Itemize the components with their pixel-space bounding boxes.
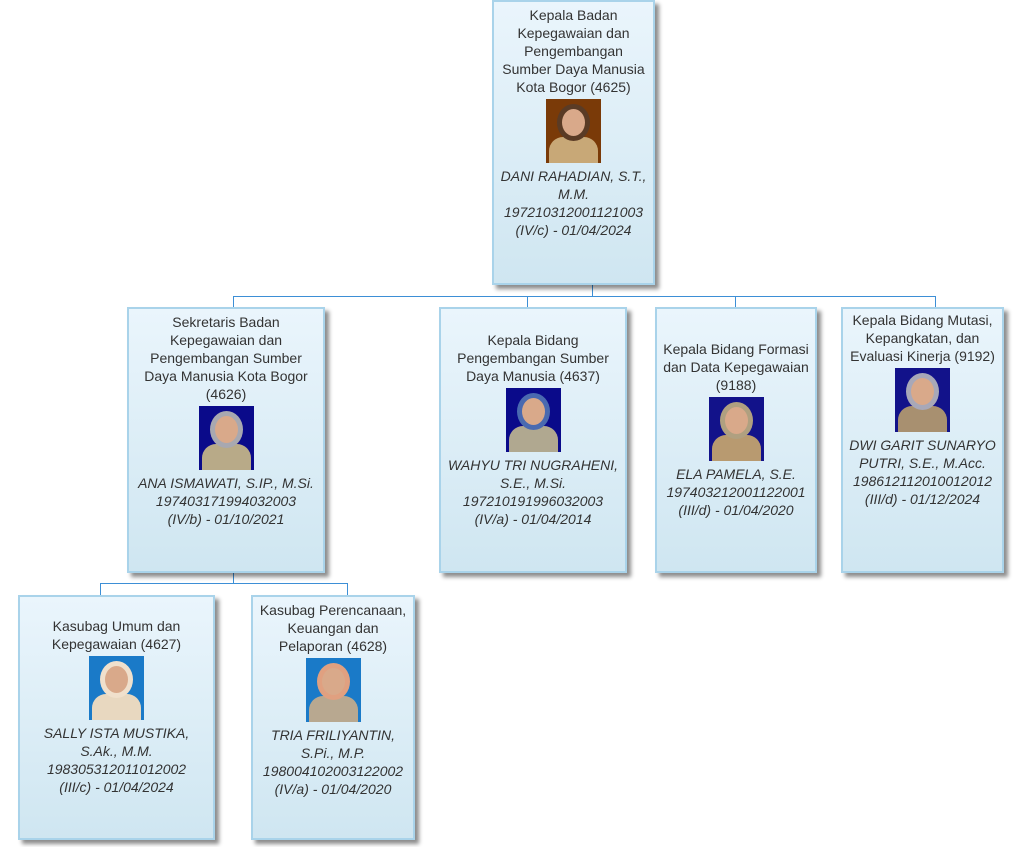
photo-head: [911, 378, 934, 405]
employee-nip: 197210191996032003: [462, 492, 604, 509]
employee-name: WAHYU TRI NUGRAHENI, S.E., M.Si.: [447, 456, 619, 491]
employee-nip: 197403171994032003: [155, 493, 297, 509]
employee-grade: (III/c) - 01/04/2024: [59, 779, 174, 795]
connector: [935, 296, 936, 307]
photo-body: [92, 694, 141, 720]
employee-nip: 198004102003122002: [262, 763, 404, 779]
photo-head: [214, 416, 238, 443]
employee-photo: [305, 658, 361, 722]
employee-photo: [505, 387, 561, 452]
connector: [347, 583, 348, 595]
connector: [233, 296, 936, 297]
employee-nip: 198305312011012002: [46, 761, 187, 777]
employee-name: SALLY ISTA MUSTIKA, S.Ak., M.M.: [43, 725, 190, 759]
photo-head: [321, 668, 345, 695]
org-node-sekretaris[interactable]: Sekretaris Badan Kepegawaian dan Pengemb…: [127, 307, 325, 573]
position-title: Kasubag Perencanaan, Keuangan dan Pelapo…: [259, 602, 407, 654]
photo-body: [201, 444, 251, 470]
employee-name: ELA PAMELA, S.E.: [676, 465, 796, 482]
employee-grade: (III/d) - 01/04/2020: [678, 501, 794, 518]
employee-photo: [708, 396, 764, 461]
position-title: Kepala Bidang Formasi dan Data Kepegawai…: [663, 340, 809, 393]
connector: [527, 296, 528, 307]
org-node-bidang-formasi[interactable]: Kepala Bidang Formasi dan Data Kepegawai…: [655, 307, 817, 573]
employee-photo: [546, 99, 601, 163]
employee-photo: [89, 656, 144, 720]
position-title: Kepala Bidang Pengembangan Sumber Daya M…: [457, 331, 609, 384]
employee-name: DANI RAHADIAN, S.T., M.M.: [500, 168, 647, 202]
employee-grade: (III/d) - 01/12/2024: [864, 491, 981, 507]
employee-grade: (IV/a) - 01/04/2014: [474, 510, 592, 527]
photo-body: [549, 137, 598, 163]
employee-grade: (IV/a) - 01/04/2020: [274, 781, 392, 797]
photo-head: [724, 406, 748, 434]
employee-name: DWI GARIT SUNARYO PUTRI, S.E., M.Acc.: [849, 437, 996, 471]
employee-grade: (IV/c) - 01/04/2024: [515, 222, 632, 238]
connector: [233, 296, 234, 307]
photo-body: [711, 434, 761, 461]
position-title: Kepala Badan Kepegawaian dan Pengembanga…: [502, 7, 645, 95]
employee-nip: 197403212001122001: [666, 483, 806, 500]
employee-nip: 198612112010012012: [852, 473, 993, 489]
employee-photo: [895, 368, 950, 432]
connector: [735, 296, 736, 307]
photo-head: [105, 666, 128, 693]
connector: [100, 583, 101, 595]
employee-name: TRIA FRILIYANTIN, S.Pi., M.P.: [271, 727, 395, 761]
employee-nip: 197210312001121003: [503, 204, 644, 220]
photo-body: [508, 425, 558, 452]
connector: [100, 583, 347, 584]
org-node-bidang-sdm[interactable]: Kepala Bidang Pengembangan Sumber Daya M…: [439, 307, 627, 573]
connector: [233, 573, 234, 583]
org-node-bidang-mutasi[interactable]: Kepala Bidang Mutasi, Kepangkatan, dan E…: [841, 307, 1004, 573]
photo-body: [898, 406, 947, 432]
position-title: Sekretaris Badan Kepegawaian dan Pengemb…: [144, 314, 308, 402]
employee-name: ANA ISMAWATI, S.IP., M.Si.: [138, 475, 314, 491]
position-title: Kepala Bidang Mutasi, Kepangkatan, dan E…: [850, 312, 995, 364]
photo-body: [308, 696, 358, 722]
org-node-kepala-badan[interactable]: Kepala Badan Kepegawaian dan Pengembanga…: [492, 0, 655, 285]
employee-grade: (IV/b) - 01/10/2021: [167, 511, 285, 527]
connector: [592, 285, 593, 296]
org-node-kasubag-perencanaan[interactable]: Kasubag Perencanaan, Keuangan dan Pelapo…: [251, 595, 415, 840]
position-title: Kasubag Umum dan Kepegawaian (4627): [51, 618, 182, 652]
photo-head: [521, 397, 545, 425]
org-node-kasubag-umum[interactable]: Kasubag Umum dan Kepegawaian (4627) SALL…: [18, 595, 215, 840]
photo-head: [562, 109, 585, 136]
employee-photo: [198, 406, 254, 470]
